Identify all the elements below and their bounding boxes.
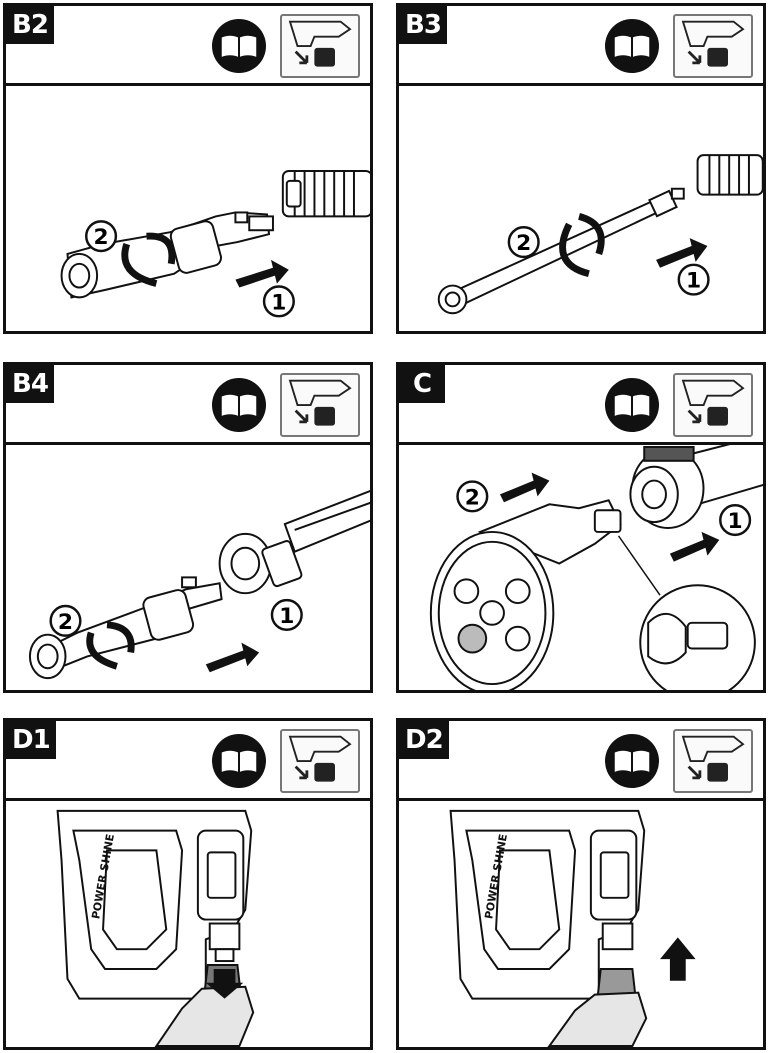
panel-b2: B2 [3, 3, 373, 334]
manual-book-icon [605, 19, 659, 73]
panel-c: C [396, 362, 766, 693]
panel-header: B2 [6, 6, 370, 86]
step-number: 2 [58, 610, 73, 635]
step-label: D2 [399, 721, 449, 759]
panel-b4: B4 [3, 362, 373, 693]
step-number: 2 [465, 485, 480, 510]
panel-d1: D1 POWER SHI [3, 718, 373, 1050]
manual-book-icon [605, 734, 659, 788]
step-label: C [399, 365, 445, 403]
panel-b3: B3 [396, 3, 766, 334]
panel-header: B4 [6, 365, 370, 445]
step-number: 2 [94, 225, 109, 250]
step-label: D1 [6, 721, 56, 759]
reference-thumbnail-icon [673, 14, 753, 78]
manual-book-icon [212, 734, 266, 788]
illustration-c: 2 1 [399, 445, 763, 690]
illustration-b3: 2 1 [399, 86, 763, 331]
reference-thumbnail-icon [673, 729, 753, 793]
reference-thumbnail-icon [280, 729, 360, 793]
step-label: B3 [399, 6, 447, 44]
illustration-b4: 2 1 [6, 445, 370, 690]
manual-book-icon [212, 378, 266, 432]
step-number: 1 [728, 509, 743, 534]
nozzle-attach-drawing: 2 1 [60, 169, 370, 318]
step-label: B2 [6, 6, 54, 44]
step-number: 2 [516, 231, 531, 256]
illustration-d1: POWER SHINE [6, 801, 370, 1047]
extension-attach-drawing: 2 1 [437, 154, 763, 315]
step-label: B4 [6, 365, 54, 403]
step-number: 1 [686, 269, 701, 294]
panel-header: B3 [399, 6, 763, 86]
panel-d2: D2 POWER SHINE [396, 718, 766, 1050]
reference-thumbnail-icon [280, 14, 360, 78]
illustration-d2: POWER SHINE [399, 801, 763, 1047]
lance-to-extension-drawing: 2 1 [28, 490, 370, 680]
reference-thumbnail-icon [673, 373, 753, 437]
illustration-b2: 2 1 [6, 86, 370, 331]
manual-book-icon [605, 378, 659, 432]
panel-header: D1 [6, 721, 370, 801]
panel-header: C [399, 365, 763, 445]
manual-book-icon [212, 19, 266, 73]
battery-remove-drawing: POWER SHINE [56, 809, 255, 1047]
reference-thumbnail-icon [280, 373, 360, 437]
battery-insert-drawing: POWER SHINE [449, 809, 696, 1047]
panel-header: D2 [399, 721, 763, 801]
step-number: 1 [279, 604, 294, 629]
step-number: 1 [271, 290, 286, 315]
multi-nozzle-attach-drawing: 2 1 [429, 445, 763, 690]
